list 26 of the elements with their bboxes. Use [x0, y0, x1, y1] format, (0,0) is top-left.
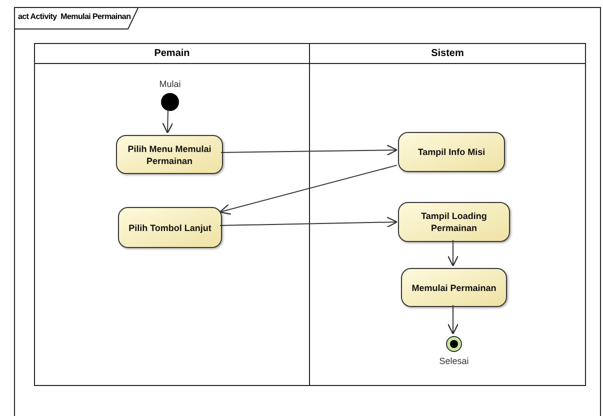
swimlane: [34, 43, 310, 386]
action-node: [401, 268, 507, 307]
action-node: [118, 207, 222, 248]
initial-node: [161, 93, 179, 111]
node-caption: Selesai: [439, 355, 469, 368]
node-caption: Mulai: [159, 78, 181, 91]
flow-arrow: [219, 164, 398, 215]
flow-arrow: [220, 144, 398, 156]
action-label: Tampil Info Misi: [418, 146, 486, 158]
lane-title: Pemain: [154, 47, 190, 61]
flow-arrow: [162, 108, 174, 134]
activity-frame: [14, 7, 601, 416]
action-node: [398, 202, 510, 242]
flow-arrow: [447, 304, 459, 335]
action-label: Tampil Loading Permainan: [420, 210, 488, 234]
flow-arrow: [220, 216, 398, 228]
action-label: Memulai Permainan: [412, 282, 496, 294]
action-node: [398, 132, 505, 172]
swimlane: [310, 43, 586, 386]
frame-title: act Activity Memulai Permainan: [18, 11, 131, 23]
final-node: [446, 336, 462, 352]
action-node: [116, 135, 223, 174]
flow-arrow: [447, 240, 459, 267]
action-label: Pilih Menu Memulai Permainan: [126, 142, 212, 166]
lane-title: Sistem: [431, 47, 464, 61]
action-label: Pilih Tombol Lanjut: [128, 222, 212, 234]
